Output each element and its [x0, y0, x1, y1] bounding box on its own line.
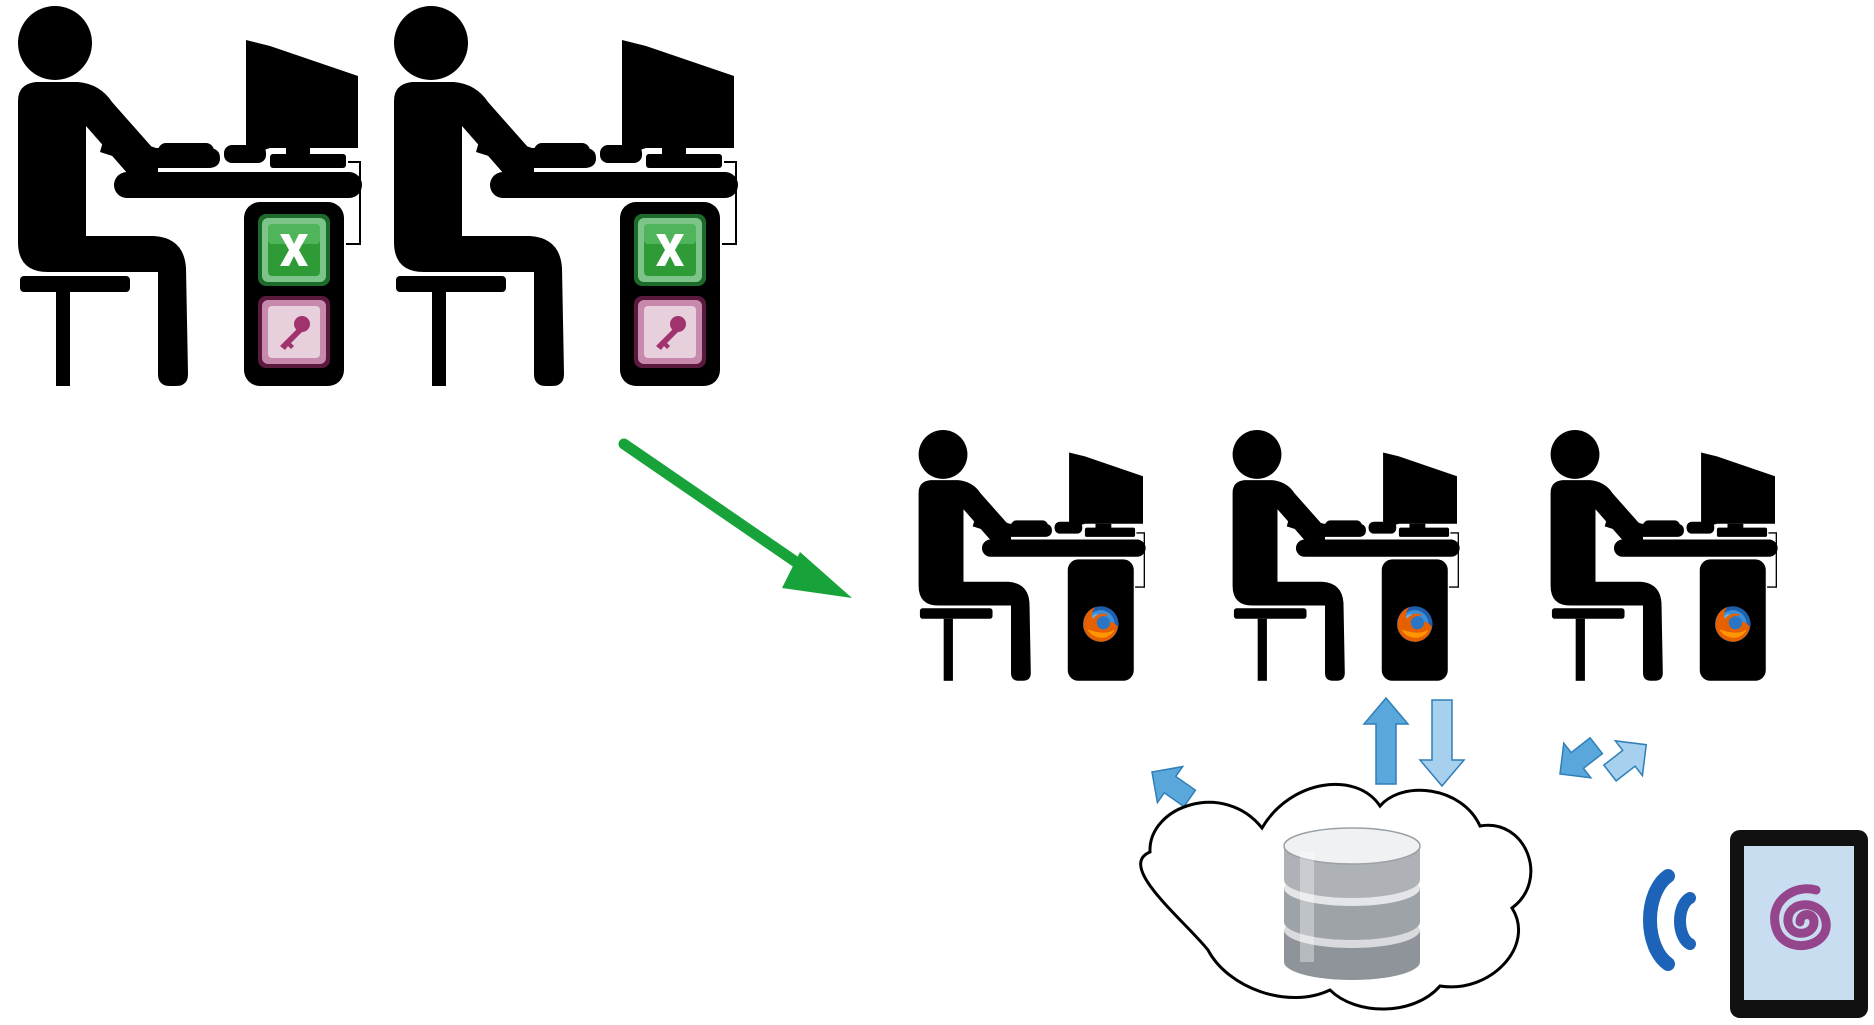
access-icon — [634, 296, 706, 368]
wireless-signal-icon — [1642, 869, 1696, 971]
excel-icon — [258, 214, 330, 286]
database-icon — [1283, 827, 1421, 980]
access-icon — [258, 296, 330, 368]
web-workstation-3 — [1549, 429, 1779, 682]
web-workstation-1 — [917, 429, 1147, 682]
legacy-workstation-2 — [393, 5, 739, 387]
firefox-icon — [1714, 606, 1751, 642]
legacy-workstation-1 — [17, 5, 363, 387]
sync-arrows-icon — [1545, 702, 1661, 816]
firefox-icon — [1396, 606, 1433, 642]
tablet-icon — [1730, 830, 1868, 1018]
excel-icon — [634, 214, 706, 286]
web-workstation-2 — [1231, 429, 1461, 682]
firefox-icon — [1082, 606, 1119, 642]
arrow-right-down-icon — [618, 438, 852, 598]
sync-arrows-icon — [1362, 696, 1466, 788]
